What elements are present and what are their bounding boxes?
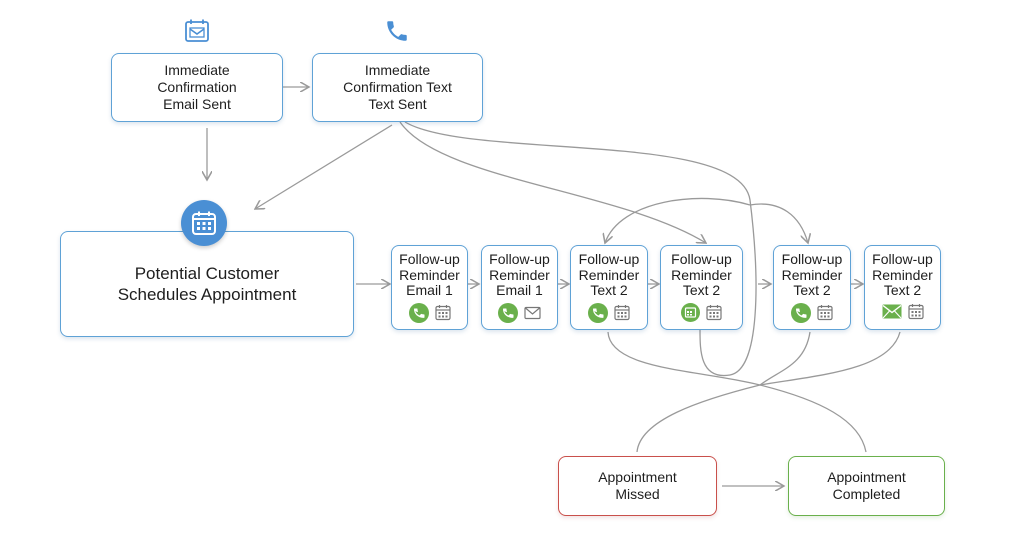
node-label-line: Completed	[832, 486, 901, 502]
node-label-line: Potential Customer	[134, 264, 280, 283]
node-label-line: Follow-up	[578, 251, 640, 267]
follow-up-node-1: Follow-up Reminder Email 1	[391, 245, 468, 330]
immediate-confirmation-text-node: Immediate Confirmation Text Text Sent	[312, 53, 483, 122]
node-label-line: Follow-up	[872, 251, 933, 267]
calendar-email-icon	[185, 19, 209, 42]
node-label-line: Missed	[615, 486, 660, 502]
curve-fu3-to-completed	[607, 331, 867, 453]
follow-up-node-6: Follow-up Reminder Text 2	[864, 245, 941, 330]
arrow-text-to-schedule	[255, 124, 393, 209]
node-label-line: Schedules Appointment	[117, 285, 297, 304]
node-label-line: Confirmation	[157, 79, 237, 95]
arrow-loop-to-fu5	[749, 203, 808, 243]
phone-icon	[387, 21, 407, 41]
arrow-loop-to-fu3	[605, 197, 751, 243]
schedules-appointment-node: Potential Customer Schedules Appointment	[60, 231, 354, 337]
node-label-line: Appointment	[827, 469, 906, 485]
node-label-line: Follow-up	[781, 251, 843, 267]
node-label-line: Reminder	[399, 266, 460, 283]
phone-circle-icon	[791, 302, 811, 323]
node-label-line: Text 2	[883, 282, 922, 298]
node-label-line: Follow-up	[671, 251, 732, 267]
node-label-line: Reminder	[671, 266, 732, 283]
phone-circle-icon	[588, 302, 608, 323]
node-label-line: Reminder	[781, 266, 843, 283]
follow-up-node-5: Follow-up Reminder Text 2	[773, 245, 851, 330]
node-label-line: Reminder	[872, 266, 933, 283]
appointment-missed-node: Appointment Missed	[558, 456, 717, 516]
follow-up-node-3: Follow-up Reminder Text 2	[570, 245, 648, 330]
node-label-line: Reminder	[578, 266, 640, 283]
calendar-green-icon	[681, 302, 700, 322]
node-label-line: Appointment	[598, 469, 677, 485]
node-label-line: Confirmation Text	[343, 79, 452, 95]
node-label-line: Reminder	[489, 266, 550, 283]
node-label-line: Email 1	[406, 282, 453, 298]
node-label-line: Text Sent	[368, 96, 427, 112]
node-label-line: Email Sent	[163, 96, 231, 112]
appointment-completed-node: Appointment Completed	[788, 456, 945, 516]
immediate-confirmation-email-node: Immediate Confirmation Email Sent	[111, 53, 283, 122]
node-label-line: Follow-up	[489, 251, 550, 267]
node-label-line: Email 1	[496, 282, 543, 298]
calendar-small-icon	[817, 305, 833, 321]
follow-up-node-2: Follow-up Reminder Email 1	[481, 245, 558, 330]
calendar-badge-icon	[181, 200, 227, 246]
node-label-line: Text 2	[682, 282, 721, 298]
envelope-green-icon	[882, 304, 901, 318]
calendar-small-icon	[706, 304, 722, 320]
phone-circle-icon	[408, 302, 429, 323]
curve-fu5-to-center	[759, 331, 811, 386]
envelope-icon	[524, 306, 541, 319]
node-label-line: Text 2	[590, 282, 628, 298]
curve-fu6-to-missed	[636, 331, 901, 453]
phone-circle-icon	[498, 302, 518, 323]
node-label-line: Immediate	[164, 62, 230, 78]
node-label-line: Immediate	[364, 62, 431, 78]
calendar-small-icon	[907, 303, 924, 319]
node-label-line: Follow-up	[399, 251, 460, 267]
node-label-line: Text 2	[793, 282, 831, 298]
arrow-text-to-loop	[404, 121, 757, 377]
calendar-small-icon	[434, 305, 451, 321]
arrow-text-to-fu4	[399, 121, 706, 243]
follow-up-node-4: Follow-up Reminder Text 2	[660, 245, 743, 330]
calendar-small-icon	[614, 305, 630, 321]
